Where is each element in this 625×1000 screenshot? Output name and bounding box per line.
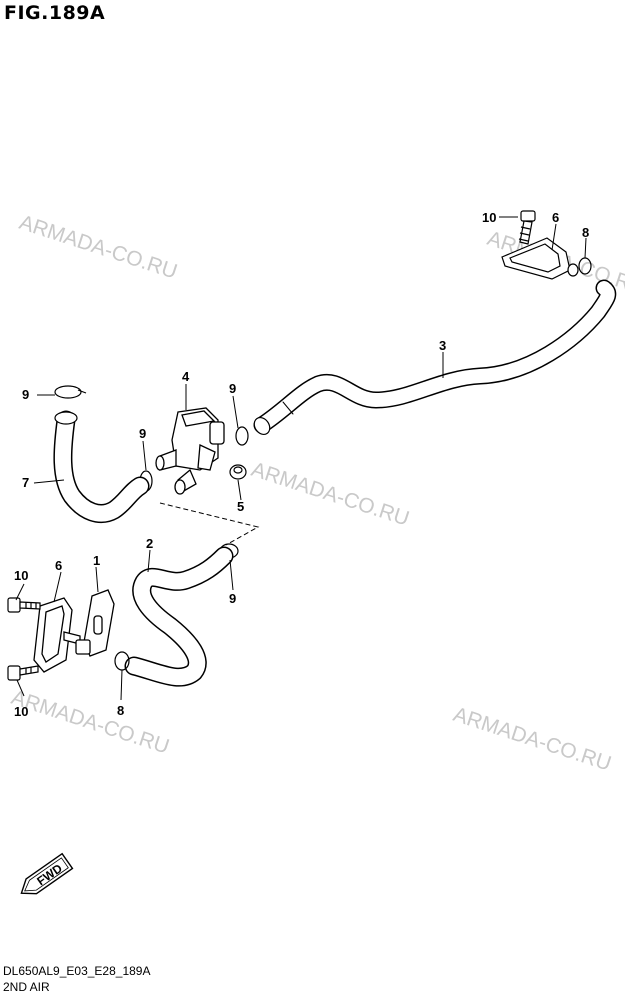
bolt-10-lower-bottom bbox=[7, 665, 39, 681]
figure-name: 2ND AIR bbox=[3, 980, 50, 994]
watermark-bottom-right: ARMADA-CO.RU bbox=[450, 703, 614, 776]
fwd-arrow-icon: FWD bbox=[20, 852, 74, 895]
callout-6-lower: 6 bbox=[55, 558, 62, 573]
leader-lines bbox=[15, 216, 587, 701]
guide-line bbox=[159, 502, 260, 546]
watermark-bottom-left: ARMADA-CO.RU bbox=[8, 686, 172, 759]
callout-10-lower-bottom: 10 bbox=[14, 704, 28, 719]
figure-title: FIG.189A bbox=[4, 2, 106, 24]
callout-8-top: 8 bbox=[582, 225, 589, 240]
bolt-10-top bbox=[518, 210, 536, 245]
callout-9-valve-right: 9 bbox=[229, 381, 236, 396]
callout-10-lower-top: 10 bbox=[14, 568, 28, 583]
figure-code: DL650AL9_E03_E28_189A bbox=[3, 964, 151, 978]
callout-9-valve-left: 9 bbox=[139, 426, 146, 441]
watermark-top: ARMADA-CO.RU bbox=[16, 211, 180, 284]
figure-footer: DL650AL9_E03_E28_189A 2ND AIR bbox=[3, 963, 150, 995]
bracket-6-lower bbox=[33, 597, 91, 673]
callout-9-left: 9 bbox=[22, 387, 29, 402]
callout-labels: 10 6 8 3 4 9 9 9 7 5 2 1 6 10 9 10 8 bbox=[14, 210, 589, 719]
clamp-9-valve-right bbox=[235, 426, 249, 446]
cap-5 bbox=[229, 464, 247, 480]
bracket-6-top bbox=[501, 237, 579, 280]
callout-9-lower: 9 bbox=[229, 591, 236, 606]
callout-4: 4 bbox=[182, 369, 190, 384]
hose-3 bbox=[253, 279, 617, 435]
callout-7: 7 bbox=[22, 475, 29, 490]
callout-6-top: 6 bbox=[552, 210, 559, 225]
clamp-9-left-hose bbox=[54, 385, 87, 399]
callout-10-top: 10 bbox=[482, 210, 496, 225]
bolt-10-lower-top bbox=[7, 597, 41, 613]
callout-5: 5 bbox=[237, 499, 244, 514]
hose-2 bbox=[124, 546, 234, 687]
callout-3: 3 bbox=[439, 338, 446, 353]
watermark-group: ARMADA-CO.RU ARMADA-CO.RU ARMADA-CO.RU A… bbox=[8, 211, 625, 776]
hose-7 bbox=[53, 410, 150, 523]
callout-2: 2 bbox=[146, 536, 153, 551]
callout-1: 1 bbox=[93, 553, 100, 568]
callout-8-lower: 8 bbox=[117, 703, 124, 718]
valve-4 bbox=[155, 407, 225, 495]
watermark-middle: ARMADA-CO.RU bbox=[248, 458, 412, 531]
